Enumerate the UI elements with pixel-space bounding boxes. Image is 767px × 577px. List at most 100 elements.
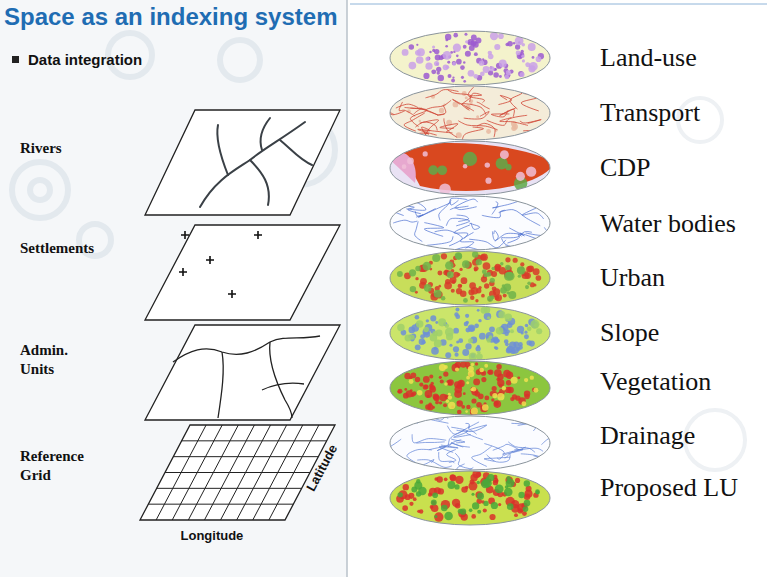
admin-layer <box>145 325 340 420</box>
map-speck <box>505 485 509 489</box>
map-speck <box>448 395 452 399</box>
map-speck <box>456 59 462 65</box>
map-speck <box>505 257 510 262</box>
map-speck <box>480 405 488 413</box>
map-speck <box>403 484 409 490</box>
map-line <box>427 100 451 109</box>
map-speck <box>453 272 459 278</box>
map-speck <box>425 63 432 70</box>
map-speck <box>448 402 455 409</box>
map-speck <box>518 345 523 350</box>
map-speck <box>484 395 489 400</box>
river <box>250 160 269 205</box>
map-speck <box>423 385 428 390</box>
map-line <box>439 445 458 452</box>
map-line <box>501 232 532 238</box>
map-layer <box>380 295 560 375</box>
map-layer-label: Water bodies <box>600 208 736 241</box>
map-speck <box>524 500 531 507</box>
map-speck <box>415 344 421 350</box>
map-line <box>410 108 427 127</box>
map-speck <box>406 390 413 397</box>
map-layer-label: CDP <box>600 152 651 185</box>
map-speck <box>430 505 434 509</box>
map-speck <box>494 401 499 406</box>
map-speck <box>536 275 542 281</box>
map-layer-label: Slope <box>600 317 659 350</box>
map-speck <box>447 271 454 278</box>
map-speck <box>454 386 462 394</box>
map-speck <box>458 284 462 288</box>
map-speck <box>490 32 498 40</box>
grid-layer <box>140 425 335 520</box>
map-line <box>521 93 539 110</box>
map-speck <box>521 331 524 334</box>
map-speck <box>504 488 513 497</box>
settlement-cross <box>254 231 262 239</box>
map-line <box>438 105 446 115</box>
map-speck <box>448 393 451 396</box>
map-line <box>453 99 474 111</box>
map-line <box>382 454 401 468</box>
map-speck <box>407 158 414 165</box>
map-speck <box>492 386 497 391</box>
layer-label: Reference Grid <box>20 447 110 485</box>
map-speck <box>479 333 486 340</box>
map-speck <box>461 486 467 492</box>
map-line <box>505 447 526 459</box>
map-speck <box>496 364 501 369</box>
map-speck <box>527 326 532 331</box>
map-speck <box>463 392 466 395</box>
map-line <box>499 210 541 226</box>
map-layer-label: Urban <box>600 262 665 295</box>
map-speck <box>452 62 456 66</box>
map-speck <box>425 57 429 61</box>
map-speck <box>423 151 428 156</box>
grid-line <box>173 456 318 457</box>
map-speck <box>457 401 460 404</box>
map-speck <box>485 178 491 184</box>
map-speck <box>488 370 493 375</box>
map-speck <box>419 338 425 344</box>
map-speck <box>397 324 404 331</box>
map-speck <box>462 260 470 268</box>
map-speck <box>451 289 455 293</box>
slide-title: Space as an indexing system <box>4 3 337 31</box>
map-speck <box>526 166 536 176</box>
reference-gridlines <box>148 425 326 520</box>
map-speck <box>463 61 465 63</box>
map-speck <box>486 338 491 343</box>
map-line <box>427 236 453 245</box>
map-speck <box>517 376 520 379</box>
map-line <box>415 211 423 217</box>
map-speck <box>510 329 514 333</box>
map-speck <box>444 382 448 386</box>
map-speck <box>530 320 539 329</box>
map-speck <box>485 162 490 167</box>
map-line <box>448 90 472 104</box>
map-speck <box>437 165 447 175</box>
map-speck <box>457 410 462 415</box>
map-speck <box>453 346 459 352</box>
settlement-cross <box>228 290 236 298</box>
map-speck <box>511 377 518 384</box>
map-line <box>440 124 458 132</box>
map-speck <box>468 70 475 77</box>
map-layer <box>380 130 560 210</box>
map-speck <box>516 51 521 56</box>
map-speck <box>532 56 535 59</box>
map-speck <box>460 361 466 367</box>
map-region <box>400 143 555 191</box>
map-speck <box>444 477 448 481</box>
map-speck <box>498 311 505 318</box>
map-speck <box>458 509 463 514</box>
map-speck <box>521 55 524 58</box>
map-speck <box>465 40 468 43</box>
gear-watermark <box>12 162 68 218</box>
map-speck <box>409 379 414 384</box>
map-speck <box>514 513 518 517</box>
map-speck <box>402 49 409 56</box>
map-speck <box>486 477 489 480</box>
map-speck <box>470 296 474 300</box>
map-speck <box>525 324 528 327</box>
